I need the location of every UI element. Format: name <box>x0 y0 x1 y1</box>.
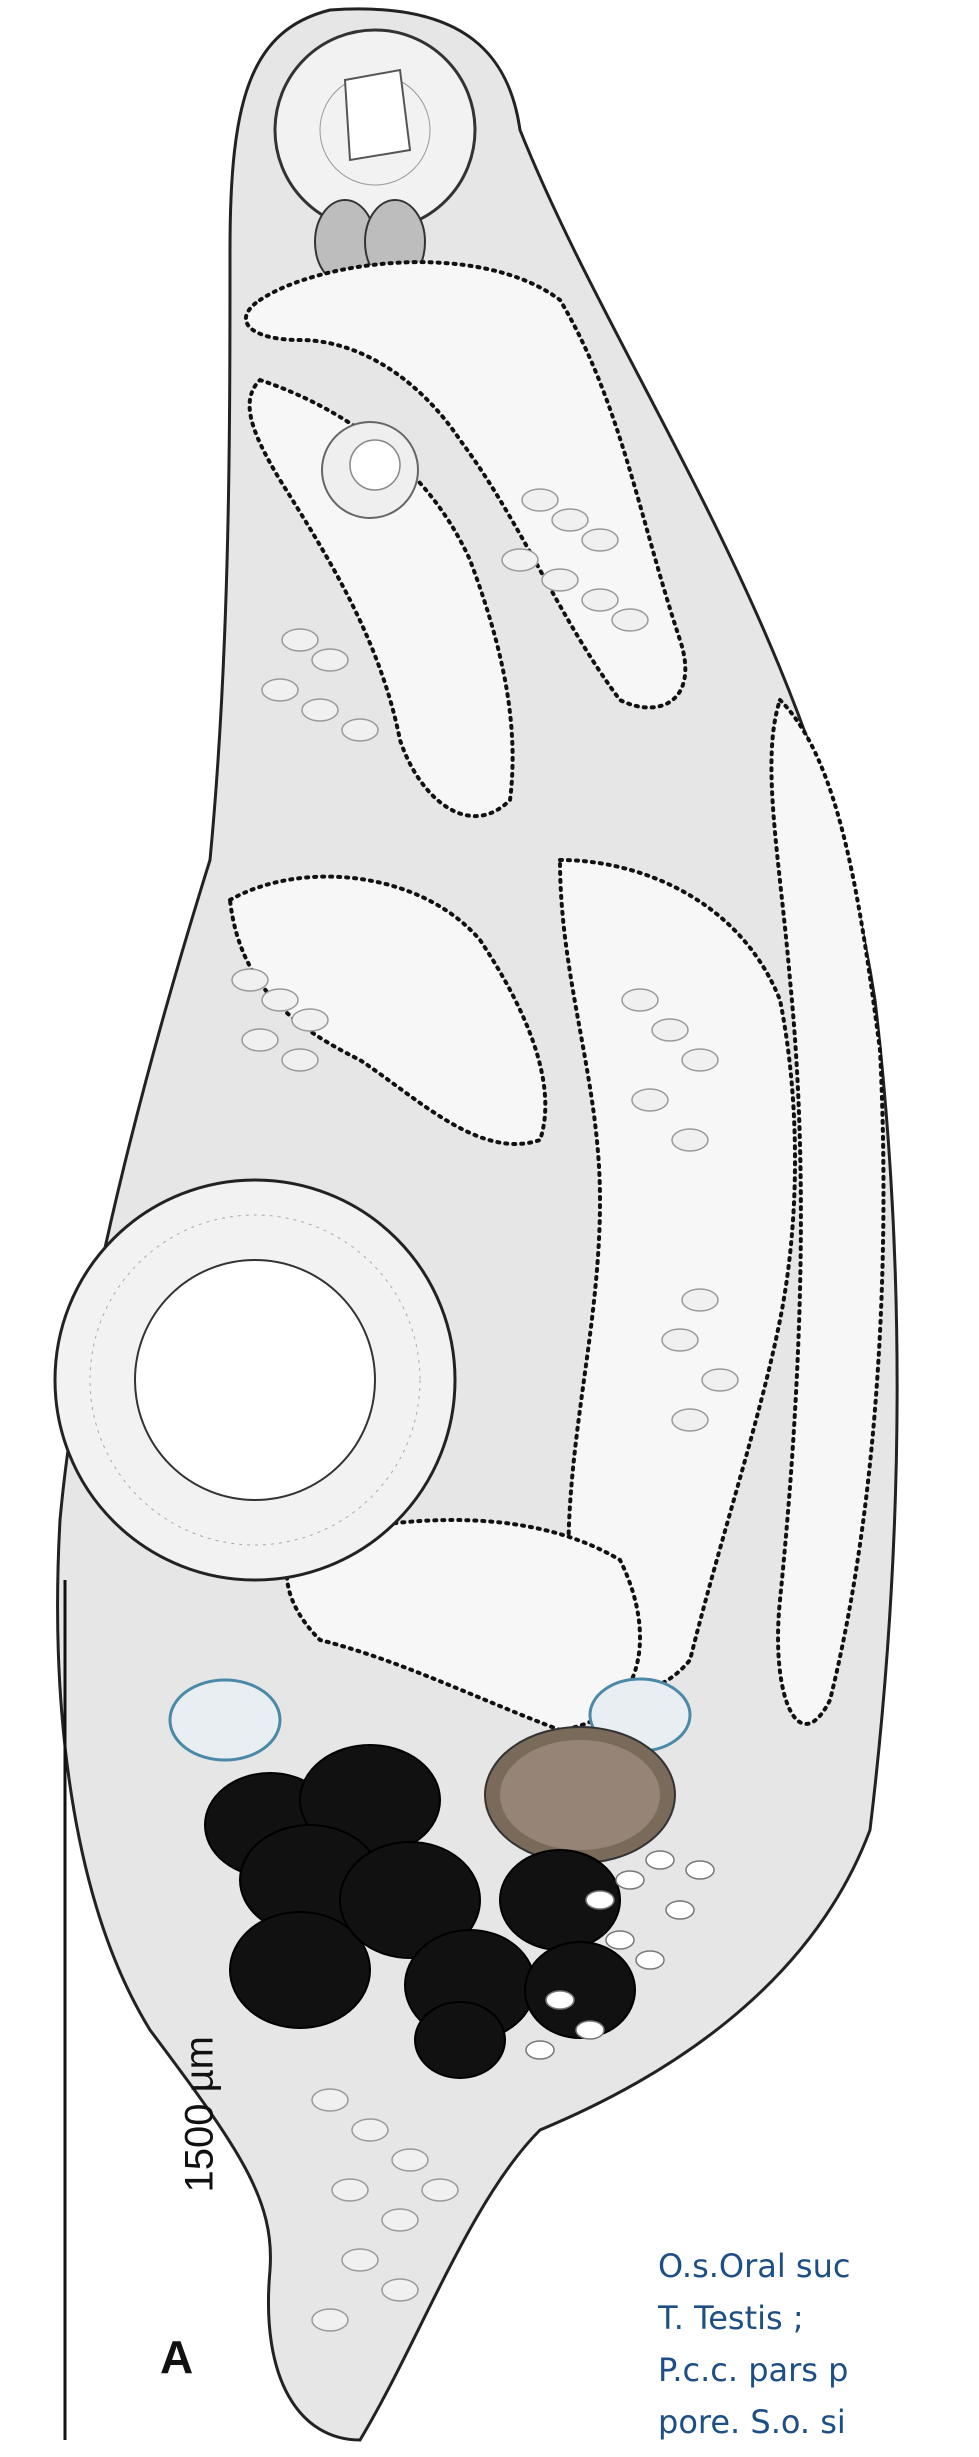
caption-line: P.c.c. pars p <box>658 2344 979 2396</box>
caption-line: T. Testis ; <box>658 2292 979 2344</box>
cirrus-sac-icon <box>322 422 418 518</box>
mehlis-gland-icon <box>485 1727 675 1863</box>
caption-line: pore. S.o. si <box>658 2396 979 2448</box>
figure-caption: O.s.Oral suc T. Testis ; P.c.c. pars p p… <box>658 2240 979 2448</box>
caption-line: O.s.Oral suc <box>658 2240 979 2292</box>
panel-letter: A <box>160 2330 193 2384</box>
ventral-sucker-icon <box>55 1180 455 1580</box>
oral-sucker-icon <box>275 30 475 230</box>
scale-bar-label: 1500 µm <box>178 2053 223 2193</box>
